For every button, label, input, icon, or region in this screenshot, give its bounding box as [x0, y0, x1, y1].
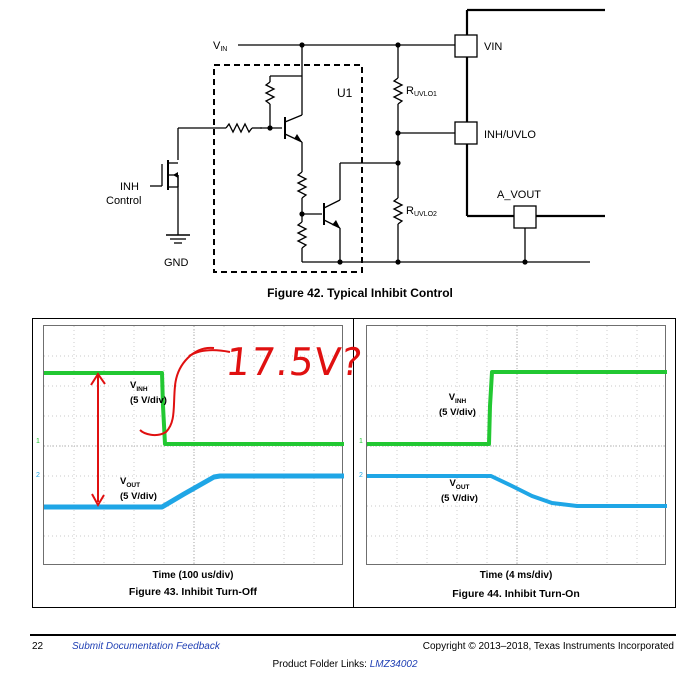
pin-inh-uvlo-label: INH/UVLO [484, 129, 536, 141]
page-number: 22 [32, 641, 44, 652]
vout-label: VOUT (5 V/div) [120, 476, 157, 502]
channel-1-marker: 1 [36, 438, 40, 445]
figure-44-time-label: Time (4 ms/div) [479, 570, 553, 581]
annotation-arrowhead [91, 493, 105, 508]
gnd-label: GND [164, 257, 189, 269]
vinh-label: VINH (5 V/div) [130, 380, 167, 406]
handwritten-annotation: 17.5V? [223, 340, 366, 384]
product-link[interactable]: LMZ34002 [369, 659, 418, 670]
r-uvlo2-label: RUVLO2 [406, 205, 437, 218]
vout-label: VOUT (5 V/div) [441, 478, 478, 504]
vin-net-label: VIN [213, 40, 227, 53]
pin-a-vout-label: A_VOUT [497, 189, 541, 201]
inh-label: INH [120, 181, 139, 193]
scope-figures-frame [32, 318, 676, 608]
inhibit-control-schematic: VIN U1 INH Control GND RUVLO1 RUVLO2 VIN… [106, 8, 605, 273]
pin-vin-label: VIN [484, 41, 502, 53]
vinh-trace [44, 371, 344, 446]
u1-label: U1 [337, 86, 353, 100]
control-label: Control [106, 195, 141, 207]
figure-42-caption: Figure 42. Typical Inhibit Control [267, 286, 453, 300]
figure-43-scope: VINH (5 V/div) VOUT (5 V/div) 1 2 17.5V? [36, 325, 365, 566]
channel-1-marker: 1 [359, 438, 363, 445]
channel-2-marker: 2 [359, 472, 363, 479]
figure-44-caption: Figure 44. Inhibit Turn-On [452, 588, 580, 600]
figure-43-time-label: Time (100 us/div) [152, 570, 234, 581]
annotation-arrowhead [90, 372, 106, 386]
copyright-text: Copyright © 2013–2018, Texas Instruments… [422, 641, 674, 652]
vout-trace [44, 473, 344, 510]
vinh-label: VINH (5 V/div) [439, 392, 476, 418]
r-uvlo1-label: RUVLO1 [406, 85, 437, 98]
vinh-trace [367, 370, 667, 446]
scope-figures-divider [353, 318, 354, 608]
annotation-bracket [188, 349, 231, 357]
figure-43-caption: Figure 43. Inhibit Turn-Off [128, 586, 258, 598]
submit-feedback-link[interactable]: Submit Documentation Feedback [72, 641, 220, 652]
product-folder-links: Product Folder Links: LMZ34002 [272, 659, 418, 670]
vout-trace [367, 474, 667, 508]
footer-rule [30, 634, 676, 636]
channel-2-marker: 2 [36, 472, 40, 479]
figure-44-scope: VINH (5 V/div) VOUT (5 V/div) 1 2 [359, 325, 667, 566]
